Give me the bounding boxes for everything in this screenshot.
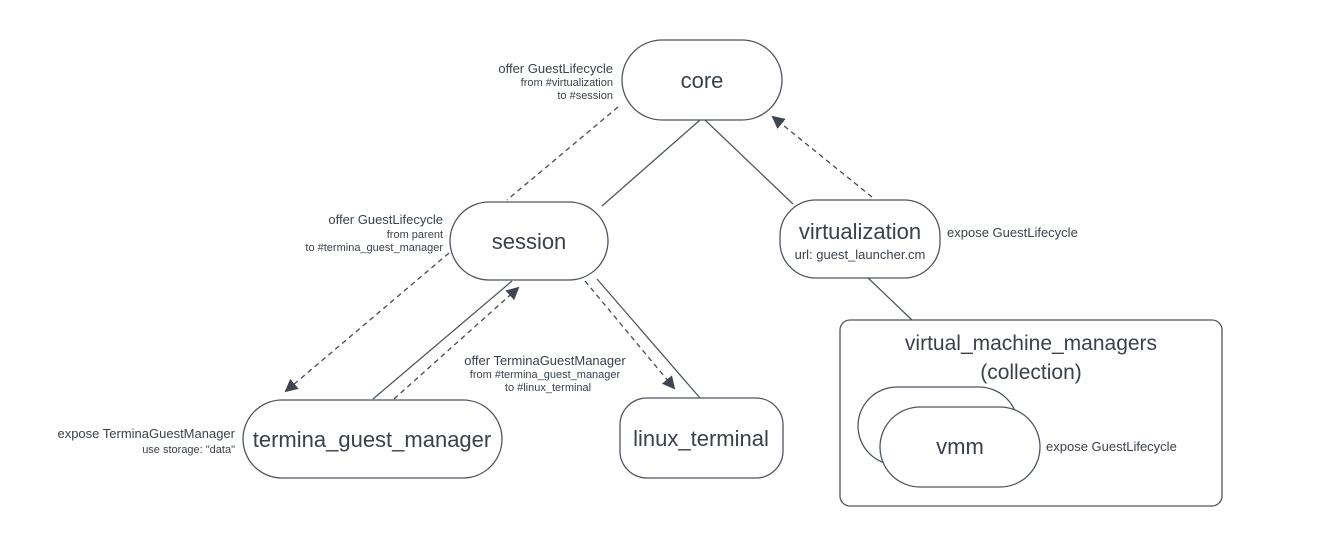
annotation-offer-guestlifecycle-to-termina: offer GuestLifecycle from parent to #ter… bbox=[305, 212, 443, 254]
node-virtual-machine-managers-collection: virtual_machine_managers (collection) vm… bbox=[839, 319, 1223, 507]
session-shape bbox=[449, 201, 609, 281]
annotation-line: expose TerminaGuestManager bbox=[57, 426, 235, 441]
node-label-session: session bbox=[492, 229, 567, 254]
annotation-line: to #session bbox=[557, 90, 613, 102]
route-offer-guestlifecycle-core-to-session bbox=[506, 106, 619, 201]
annotation-line: to #linux_terminal bbox=[505, 382, 591, 394]
annotation-line: offer GuestLifecycle bbox=[328, 212, 443, 227]
annotation-line: from parent bbox=[387, 229, 443, 241]
edge-session-linux-terminal bbox=[596, 278, 701, 399]
node-label-linux-terminal: linux_terminal bbox=[633, 426, 769, 451]
edge-core-session bbox=[601, 119, 701, 207]
edges bbox=[284, 106, 914, 400]
edge-core-virtualization bbox=[704, 119, 794, 205]
annotation-line: offer TerminaGuestManager bbox=[464, 353, 626, 368]
annotation-line: to #termina_guest_manager bbox=[305, 242, 443, 254]
core-shape bbox=[621, 39, 783, 121]
virtualization-shape bbox=[779, 199, 941, 279]
node-virtualization: virtualization url: guest_launcher.cm bbox=[779, 199, 941, 279]
edge-virtualization-collection bbox=[865, 275, 914, 322]
vmm-card-front bbox=[879, 406, 1041, 488]
annotation-offer-guestlifecycle-to-session: offer GuestLifecycle from #virtualizatio… bbox=[498, 61, 613, 102]
annotation-expose-guestlifecycle-vmm: expose GuestLifecycle bbox=[1046, 439, 1177, 454]
node-session: session bbox=[449, 201, 609, 281]
node-core: core bbox=[621, 39, 783, 121]
annotation-line: use storage: "data" bbox=[142, 444, 235, 456]
node-linux-terminal: linux_terminal bbox=[619, 397, 784, 479]
route-expose-guestlifecycle-virtualization-to-core bbox=[771, 115, 873, 198]
annotation-line: from #virtualization bbox=[521, 77, 613, 89]
node-label-termina-guest-manager: termina_guest_manager bbox=[253, 427, 491, 452]
collection-title: virtual_machine_managers bbox=[905, 332, 1157, 355]
collection-subtitle: (collection) bbox=[980, 361, 1082, 384]
node-label-core: core bbox=[681, 68, 724, 93]
node-label-virtualization: virtualization bbox=[799, 219, 921, 244]
node-sublabel-virtualization-url: url: guest_launcher.cm bbox=[795, 247, 926, 262]
node-label-vmm: vmm bbox=[936, 434, 984, 459]
annotation-line: expose GuestLifecycle bbox=[947, 225, 1078, 240]
termina-guest-manager-shape bbox=[242, 399, 503, 479]
annotation-line: offer GuestLifecycle bbox=[498, 61, 613, 76]
annotation-line: from #termina_guest_manager bbox=[470, 369, 621, 381]
linux-terminal-shape bbox=[619, 397, 784, 479]
annotation-expose-guestlifecycle-virtualization: expose GuestLifecycle bbox=[947, 225, 1078, 240]
route-offer-guestlifecycle-session-to-termina bbox=[284, 252, 450, 393]
edge-session-termina-guest-manager bbox=[372, 280, 513, 400]
route-expose-terminaguestmanager-termina-to-session bbox=[393, 286, 520, 400]
annotation-expose-terminaguestmanager: expose TerminaGuestManager use storage: … bbox=[57, 426, 235, 456]
annotation-offer-terminaguestmanager: offer TerminaGuestManager from #termina_… bbox=[464, 353, 626, 394]
node-termina-guest-manager: termina_guest_manager bbox=[242, 399, 503, 479]
